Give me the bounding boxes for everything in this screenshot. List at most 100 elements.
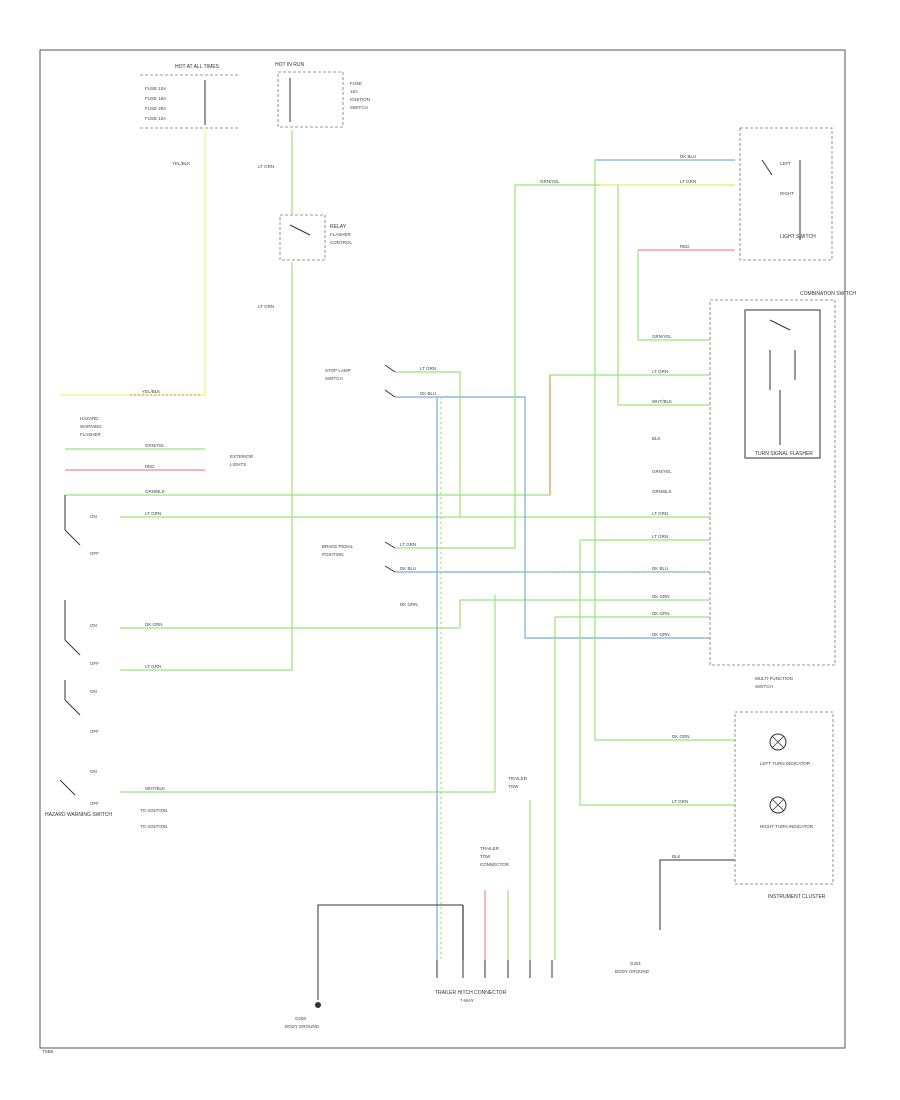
svg-text:OFF: OFF bbox=[90, 661, 99, 666]
svg-text:DK GRN: DK GRN bbox=[652, 594, 670, 599]
svg-text:MULTI-FUNCTION: MULTI-FUNCTION bbox=[755, 676, 793, 681]
svg-text:YEL/BLK: YEL/BLK bbox=[172, 161, 190, 166]
svg-text:FUSE 10A: FUSE 10A bbox=[145, 86, 166, 91]
svg-text:OFF: OFF bbox=[90, 801, 99, 806]
svg-text:7-WAY: 7-WAY bbox=[460, 998, 474, 1003]
svg-text:LT GRN: LT GRN bbox=[145, 664, 161, 669]
svg-text:DK BLU: DK BLU bbox=[680, 154, 696, 159]
svg-text:LEFT: LEFT bbox=[780, 161, 791, 166]
svg-text:HAZARD: HAZARD bbox=[80, 416, 99, 421]
svg-text:OFF: OFF bbox=[90, 729, 99, 734]
fuse-box-right-label: HOT IN RUN bbox=[275, 62, 304, 68]
svg-text:ON: ON bbox=[90, 769, 97, 774]
svg-text:ON: ON bbox=[90, 514, 97, 519]
svg-text:GRN/BLK: GRN/BLK bbox=[145, 489, 165, 494]
fuse-box-left-label: HOT AT ALL TIMES bbox=[175, 64, 220, 70]
svg-text:YEL/BLK: YEL/BLK bbox=[142, 389, 160, 394]
svg-text:GRN/YEL: GRN/YEL bbox=[540, 179, 560, 184]
svg-text:WHT/BLK: WHT/BLK bbox=[145, 786, 165, 791]
svg-text:RED: RED bbox=[680, 244, 690, 249]
svg-text:FUSE 10A: FUSE 10A bbox=[145, 116, 166, 121]
svg-text:BLK: BLK bbox=[652, 436, 661, 441]
combination-switch-label: COMBINATION SWITCH bbox=[800, 291, 856, 297]
svg-text:LT GRN: LT GRN bbox=[145, 511, 161, 516]
svg-text:LT GRN: LT GRN bbox=[680, 179, 696, 184]
relay-label: RELAY bbox=[330, 224, 347, 230]
svg-text:LIGHTS: LIGHTS bbox=[230, 462, 246, 467]
svg-text:LT GRN: LT GRN bbox=[652, 534, 668, 539]
svg-text:FLASHER: FLASHER bbox=[330, 232, 352, 237]
light-switch: LEFT RIGHT LIGHT SWITCH bbox=[739, 127, 833, 261]
svg-text:DK BLU: DK BLU bbox=[400, 566, 416, 571]
svg-text:DK GRN: DK GRN bbox=[400, 602, 418, 607]
svg-text:GRN/YEL: GRN/YEL bbox=[652, 469, 672, 474]
svg-text:FUSE 15A: FUSE 15A bbox=[145, 96, 166, 101]
combination-switch: TURN SIGNAL FLASHER COMBINATION SWITCH M… bbox=[709, 291, 856, 689]
svg-text:IGNITION: IGNITION bbox=[350, 97, 370, 102]
svg-text:TOW: TOW bbox=[480, 854, 491, 859]
svg-text:BRAKE PEDAL: BRAKE PEDAL bbox=[322, 544, 354, 549]
svg-text:CONTROL: CONTROL bbox=[330, 240, 352, 245]
svg-text:LT GRN: LT GRN bbox=[400, 542, 416, 547]
center-switch-lower: BRAKE PEDAL POSITION LT GRN DK BLU DK GR… bbox=[322, 541, 418, 607]
svg-text:STOP LAMP: STOP LAMP bbox=[325, 368, 351, 373]
svg-text:RIGHT: RIGHT bbox=[780, 191, 794, 196]
ground-right-label: G301 bbox=[630, 961, 642, 966]
svg-text:EXTERIOR: EXTERIOR bbox=[230, 454, 254, 459]
ground-left-label: G200 bbox=[295, 1016, 307, 1021]
svg-text:RED: RED bbox=[145, 464, 155, 469]
trailer-connector: TRAILER HITCH CONNECTOR 7-WAY bbox=[435, 960, 553, 1003]
footer-code: TSB6 bbox=[42, 1049, 54, 1054]
svg-text:CONNECTOR: CONNECTOR bbox=[480, 862, 510, 867]
svg-text:LT GRN: LT GRN bbox=[420, 366, 436, 371]
svg-text:LT GRN: LT GRN bbox=[652, 369, 668, 374]
svg-text:DK BLU: DK BLU bbox=[652, 566, 668, 571]
svg-text:LT GRN: LT GRN bbox=[258, 304, 274, 309]
turn-signal-flasher-label: TURN SIGNAL FLASHER bbox=[755, 451, 813, 457]
svg-text:TO IGNITION: TO IGNITION bbox=[140, 808, 167, 813]
svg-text:FLASHER: FLASHER bbox=[80, 432, 102, 437]
instrument-cluster: LEFT TURN INDICATOR RIGHT TURN INDICATOR… bbox=[734, 711, 834, 900]
wire-green-relay-out bbox=[120, 262, 293, 671]
right-turn-indicator-label: RIGHT TURN INDICATOR bbox=[760, 824, 814, 829]
svg-text:DK GRN: DK GRN bbox=[652, 632, 670, 637]
hazard-switch-label: HAZARD WARNING SWITCH bbox=[45, 812, 112, 818]
svg-text:ON: ON bbox=[90, 689, 97, 694]
left-turn-indicator-label: LEFT TURN INDICATOR bbox=[760, 761, 811, 766]
svg-text:LT GRN: LT GRN bbox=[652, 511, 668, 516]
svg-text:GRN/YEL: GRN/YEL bbox=[652, 334, 672, 339]
trailer-connector-label: TRAILER HITCH CONNECTOR bbox=[435, 990, 507, 996]
wire-yellow-feed bbox=[60, 130, 206, 396]
svg-text:DK BLU: DK BLU bbox=[420, 391, 436, 396]
relay: RELAY FLASHER CONTROL bbox=[279, 214, 352, 261]
svg-text:SWITCH: SWITCH bbox=[350, 105, 368, 110]
svg-text:FUSE 20A: FUSE 20A bbox=[145, 106, 166, 111]
diagram-frame bbox=[39, 49, 846, 1049]
svg-text:15A: 15A bbox=[350, 89, 358, 94]
svg-text:WHT/BLK: WHT/BLK bbox=[652, 399, 672, 404]
svg-text:TRAILER: TRAILER bbox=[508, 776, 528, 781]
svg-text:ON: ON bbox=[90, 623, 97, 628]
hazard-switch-bank: ON OFF ON OFF ON OFF ON OFF HAZARD WARNI… bbox=[45, 495, 112, 818]
instrument-cluster-label: INSTRUMENT CLUSTER bbox=[768, 894, 826, 900]
svg-text:WARNING: WARNING bbox=[80, 424, 102, 429]
center-switch-upper: STOP LAMP SWITCH LT GRN DK BLU bbox=[325, 364, 436, 398]
svg-text:GRN/YEL: GRN/YEL bbox=[145, 443, 165, 448]
svg-text:DK GRN: DK GRN bbox=[652, 611, 670, 616]
svg-text:BLK: BLK bbox=[672, 854, 681, 859]
svg-text:SWITCH: SWITCH bbox=[755, 684, 773, 689]
svg-text:GRN/BLK: GRN/BLK bbox=[652, 489, 672, 494]
svg-text:DK GRN: DK GRN bbox=[672, 734, 690, 739]
light-switch-label: LIGHT SWITCH bbox=[780, 234, 816, 240]
svg-text:TO IGNITION: TO IGNITION bbox=[140, 824, 167, 829]
svg-text:TRAILER: TRAILER bbox=[480, 846, 500, 851]
svg-text:TOW: TOW bbox=[508, 784, 519, 789]
svg-text:DK GRN: DK GRN bbox=[145, 622, 163, 627]
svg-text:FUSE: FUSE bbox=[350, 81, 362, 86]
fuse-box-left: HOT AT ALL TIMES FUSE 10A FUSE 15A FUSE … bbox=[140, 64, 240, 129]
svg-text:BODY GROUND: BODY GROUND bbox=[615, 969, 650, 974]
svg-text:BODY GROUND: BODY GROUND bbox=[285, 1024, 320, 1029]
svg-text:POSITION: POSITION bbox=[322, 552, 344, 557]
